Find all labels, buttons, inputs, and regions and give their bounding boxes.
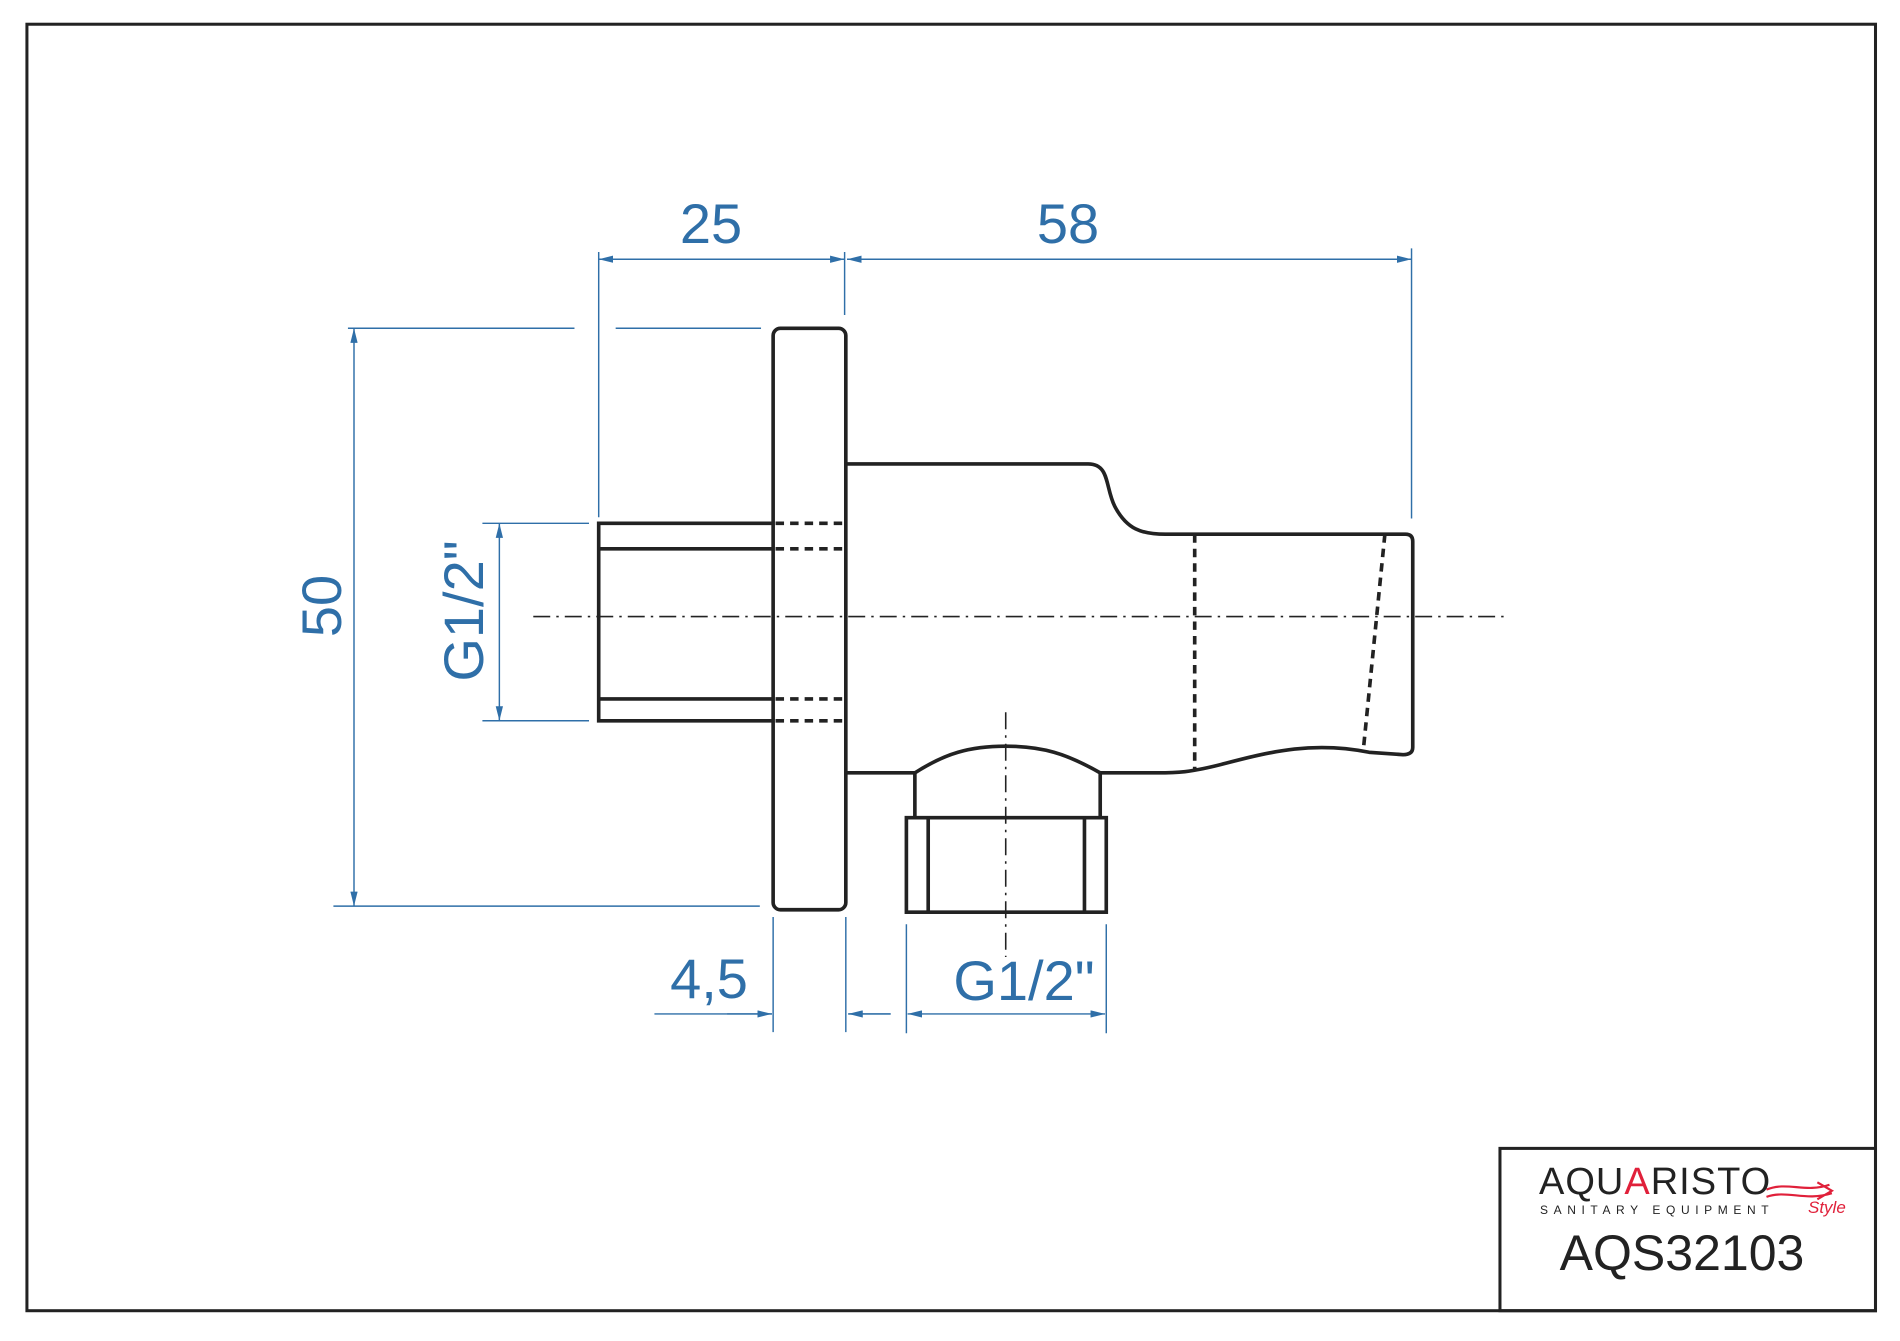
brand-style-mark: Style (1808, 1198, 1846, 1217)
dimension-25-lines (597, 251, 846, 518)
dimension-4-5-lines (654, 917, 891, 1033)
brand-part-2: A (1624, 1161, 1651, 1203)
dimension-label-4-5: 4,5 (670, 947, 748, 1010)
dimension-inlet-thread-lines (482, 522, 590, 722)
dimension-label-outlet-thread: G1/2" (953, 949, 1095, 1012)
brand-part-3: RISTO (1650, 1161, 1772, 1203)
part-outline (533, 326, 1510, 957)
dimension-58-lines (847, 248, 1413, 519)
dimension-label-58: 58 (1036, 192, 1100, 255)
title-block-frame (1498, 1146, 1878, 1313)
dimension-label-25: 25 (679, 192, 743, 255)
brand-part-1: AQU (1539, 1161, 1625, 1203)
dimension-50-lines (333, 327, 762, 907)
drawing-border (25, 22, 1878, 1313)
dimension-label-50: 50 (290, 574, 353, 638)
brand-arrow-icon (1766, 1181, 1835, 1201)
dimension-outlet-thread-lines (905, 924, 1107, 1034)
brand-logo-wordmark: AQUARISTO (1539, 1163, 1771, 1201)
product-code: AQS32103 (1559, 1225, 1805, 1281)
dimension-label-inlet-thread: G1/2" (432, 540, 495, 682)
brand-tagline: SANITARY EQUIPMENT (1540, 1203, 1775, 1217)
